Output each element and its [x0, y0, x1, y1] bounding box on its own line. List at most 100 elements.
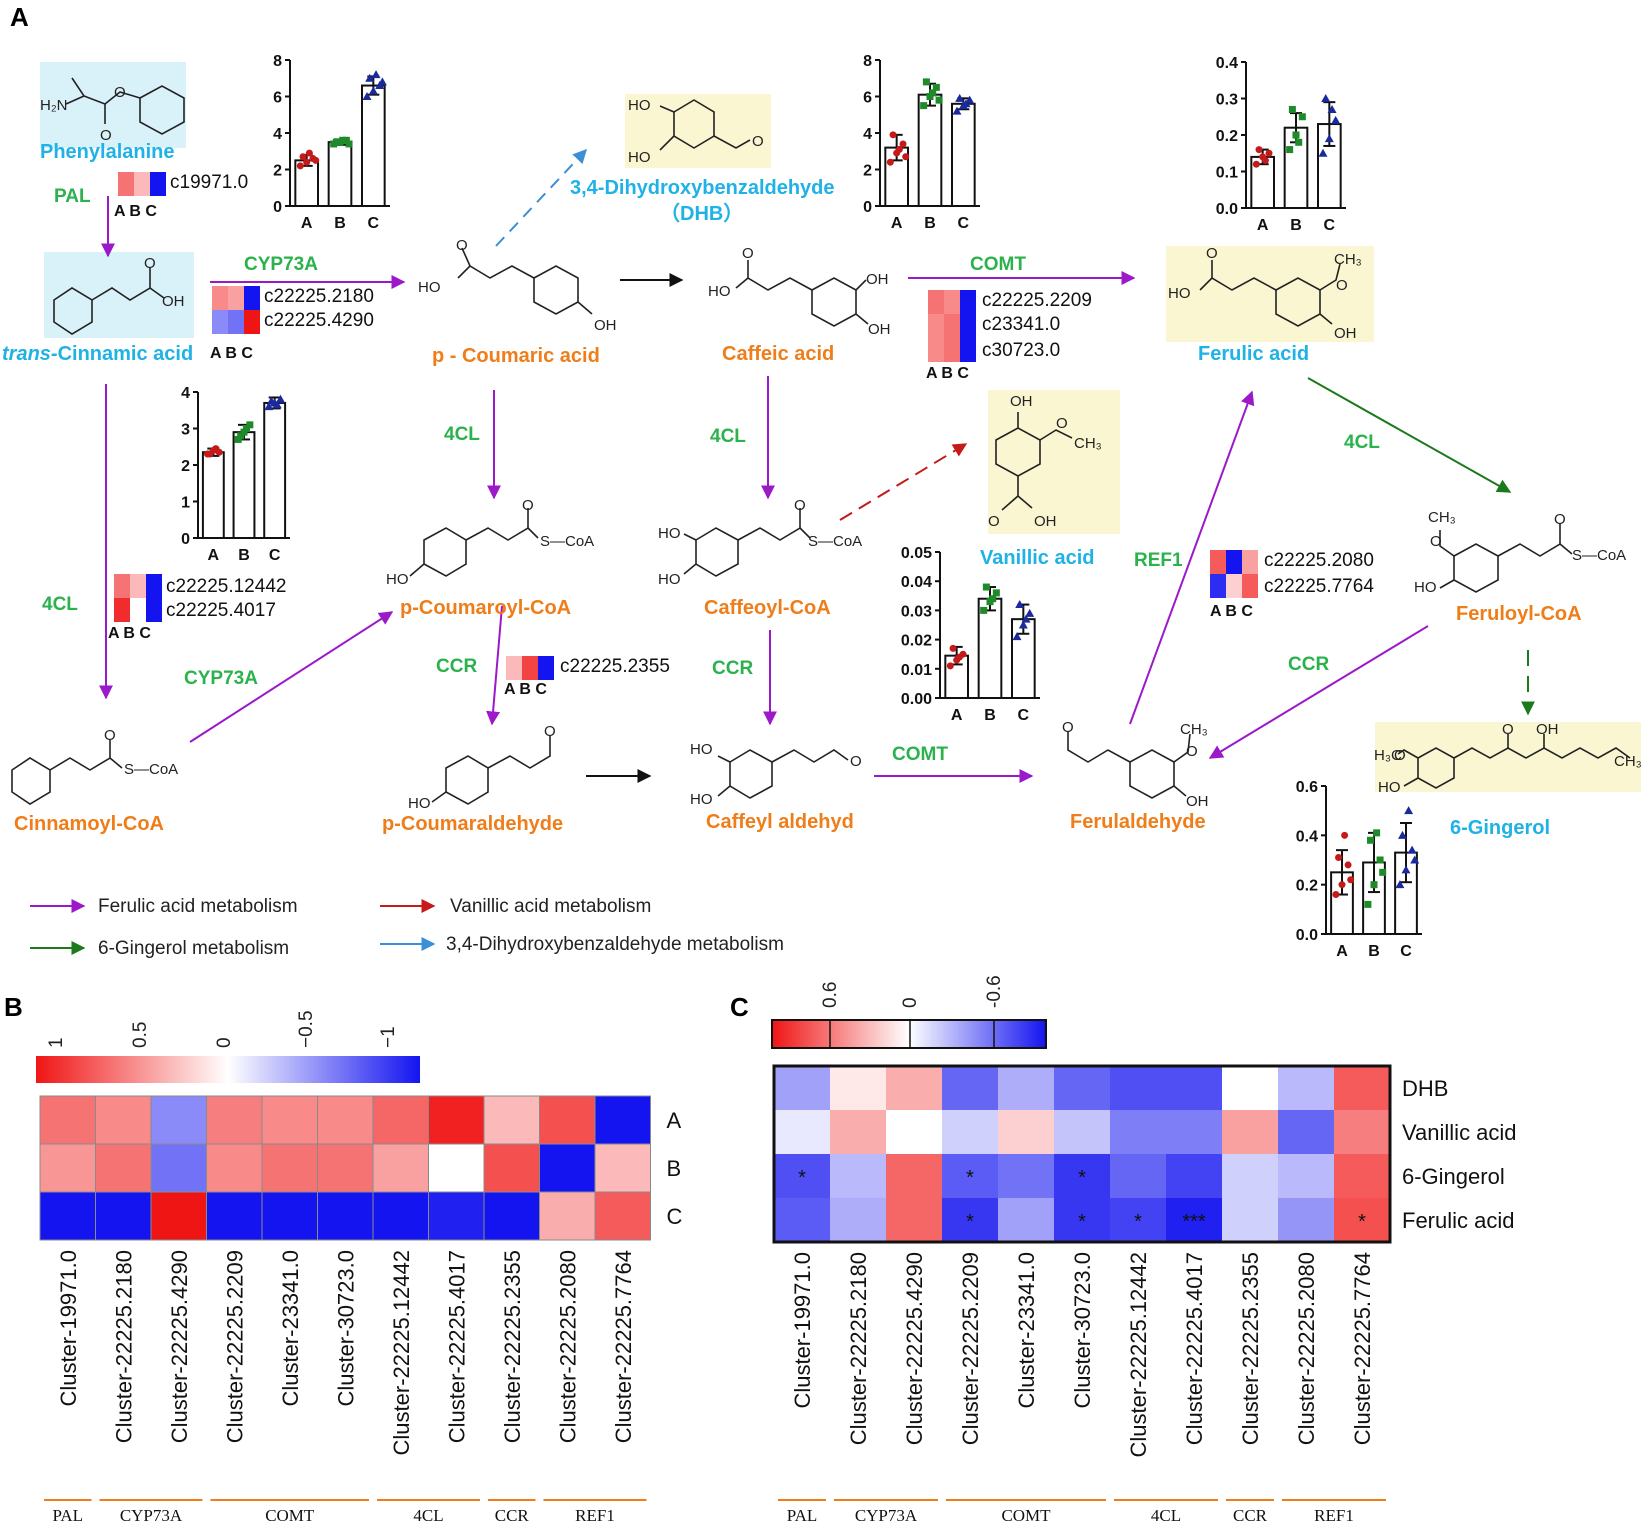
y-tick-label: 0.1 — [1216, 165, 1238, 182]
feruloyl-coa-structure: CH₃ O O S—CoA HO — [1414, 509, 1626, 596]
heatmap-c-cell — [998, 1066, 1054, 1110]
compound-p-coumaric: p - Coumaric acid — [432, 345, 600, 367]
heatmap-b-cell — [539, 1095, 596, 1145]
significance-star: * — [1358, 1211, 1366, 1233]
y-tick-label: 0.02 — [901, 633, 932, 650]
data-point — [345, 140, 353, 148]
data-point — [922, 78, 930, 86]
significance-star: * — [798, 1167, 806, 1189]
x-tick-label: B — [1368, 943, 1380, 960]
heatmap-c-cell — [1222, 1110, 1278, 1154]
heatmap-b-cell — [594, 1095, 651, 1145]
panel-letter-b: B — [4, 992, 23, 1022]
heatmap-b-group-label: 4CL — [413, 1506, 443, 1524]
heatmap-b-col-label: Cluster-19971.0 — [56, 1250, 81, 1407]
bar-C — [951, 102, 976, 207]
panel-letter-c: C — [730, 992, 749, 1022]
compound-dhb: 3,4-Dihydroxybenzaldehyde — [570, 177, 835, 199]
heatmap-c-cell — [1222, 1198, 1278, 1242]
data-point — [1261, 157, 1269, 165]
svg-text:CH₃: CH₃ — [1614, 753, 1641, 770]
data-point — [332, 138, 340, 146]
heatmap-c-group-label: CYP73A — [855, 1506, 918, 1524]
heatmap-c-cell — [1166, 1110, 1222, 1154]
data-point — [952, 106, 962, 115]
svg-text:H₃C: H₃C — [1374, 747, 1402, 764]
heatmap-b-cell — [39, 1143, 96, 1193]
heatmap-c-cell — [1110, 1198, 1166, 1242]
color-scale-c-tick: 0.6 — [820, 982, 841, 1008]
svg-text:HO: HO — [1414, 579, 1437, 596]
y-tick-label: 0.04 — [901, 574, 932, 591]
phenylalanine-structure: H₂N O O — [40, 77, 185, 144]
y-tick-label: 0.03 — [901, 603, 932, 620]
data-point — [949, 644, 957, 652]
gene-label-12442: c22225.12442 — [166, 576, 286, 597]
gingerol-structure: H₃C O O OH CH₃ HO — [1374, 721, 1641, 796]
heatmap-c-col-label: Cluster-22225.2080 — [1294, 1252, 1319, 1445]
heatmap-b-cell — [428, 1191, 485, 1241]
y-tick-label: 0 — [181, 531, 190, 548]
x-tick-label: B — [924, 215, 936, 232]
heatmap-c-group-label: COMT — [1001, 1506, 1051, 1524]
data-point — [1018, 620, 1028, 629]
heatmap-c-cell — [774, 1066, 830, 1110]
y-tick-label: 0.2 — [1296, 878, 1318, 895]
heatmap-c-cell — [1054, 1110, 1110, 1154]
data-point — [1407, 845, 1417, 854]
color-scale-b-tick: 1 — [46, 1037, 67, 1048]
heatmap-b-cell — [150, 1143, 207, 1193]
data-point — [1404, 806, 1414, 815]
data-point — [992, 589, 1000, 597]
ferulic-highlight — [1166, 246, 1374, 342]
data-point — [955, 653, 963, 661]
y-tick-label: 0.6 — [1296, 779, 1318, 796]
heatmap-b-col-label: Cluster-22225.4290 — [167, 1250, 192, 1443]
data-point — [342, 136, 350, 144]
x-tick-label: A — [891, 215, 903, 232]
mini-cell — [150, 172, 166, 196]
enzyme-cyp73a-bottom: CYP73A — [184, 668, 258, 689]
data-point — [312, 156, 320, 164]
heatmap-b-cell — [95, 1095, 152, 1145]
heatmap-c-cells: ********** — [772, 1064, 1392, 1244]
heatmap-c-cell — [998, 1154, 1054, 1198]
heatmap-c-col-label: Cluster-19971.0 — [790, 1252, 815, 1409]
heatmap-c-row-label: 6-Gingerol — [1402, 1164, 1505, 1189]
mini-heatmap-4cl — [114, 574, 162, 622]
mini-cell — [960, 338, 976, 362]
heatmap-c-cell — [830, 1110, 886, 1154]
enzyme-ccr-coumaroyl: CCR — [436, 656, 477, 677]
mini-cell — [1226, 574, 1242, 598]
heatmap-b-cell — [206, 1191, 263, 1241]
svg-text:S—CoA: S—CoA — [1572, 547, 1626, 564]
mini-heatmap-pal — [118, 172, 166, 196]
pathway-arrows — [99, 148, 1535, 783]
data-point — [1373, 829, 1381, 837]
data-point — [1298, 113, 1306, 121]
svg-text:O: O — [742, 245, 754, 262]
heatmap-b-row-label: C — [667, 1204, 683, 1229]
heatmap-b-col-label: Cluster-23341.0 — [278, 1250, 303, 1407]
legend-red-label: Vanillic acid metabolism — [450, 896, 651, 917]
heatmap-c-cell — [942, 1198, 998, 1242]
heatmap-b-cell — [372, 1095, 429, 1145]
heatmap-c-group-label: 4CL — [1151, 1506, 1181, 1524]
svg-text:O: O — [1206, 245, 1218, 262]
svg-text:HO: HO — [386, 571, 409, 588]
data-point — [932, 83, 940, 91]
data-point — [1321, 94, 1331, 102]
gene-label-2355: c22225.2355 — [560, 656, 670, 677]
compound-vanillic: Vanillic acid — [980, 547, 1095, 569]
heatmap-c-cell — [886, 1198, 942, 1242]
data-point — [1344, 861, 1352, 869]
heatmap-c-col-label: Cluster-22225.2355 — [1238, 1252, 1263, 1445]
svg-text:O: O — [1186, 743, 1198, 760]
heatmap-c-cell — [942, 1066, 998, 1110]
significance-star: * — [966, 1211, 974, 1233]
heatmap-b-cell — [150, 1191, 207, 1241]
